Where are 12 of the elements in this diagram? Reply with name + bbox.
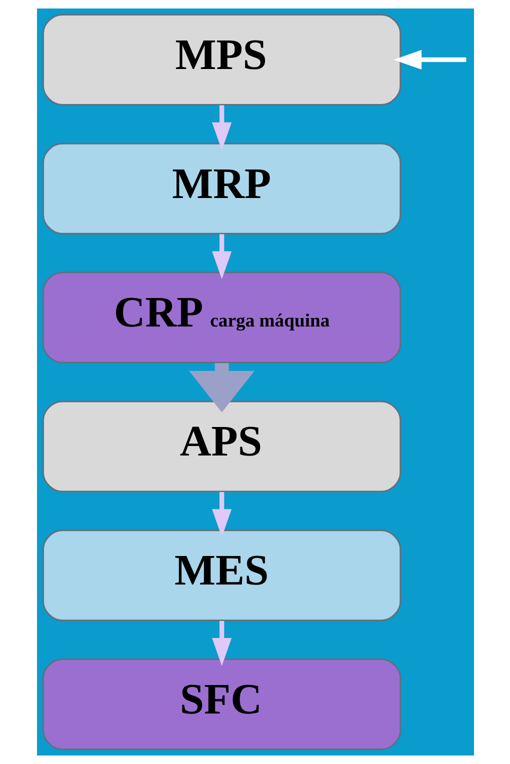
node-box: MPS xyxy=(42,14,401,106)
node-box: SFC xyxy=(42,658,401,750)
arrow xyxy=(212,234,232,280)
arrow xyxy=(212,620,232,666)
node-box: MES xyxy=(42,530,401,622)
arrow xyxy=(212,492,232,538)
node-box: CRP carga máquina xyxy=(42,272,401,364)
arrow xyxy=(393,50,466,70)
node-box: APS xyxy=(42,400,401,492)
arrow xyxy=(188,363,254,412)
node-box: MRP xyxy=(42,142,401,234)
arrow xyxy=(212,105,232,150)
